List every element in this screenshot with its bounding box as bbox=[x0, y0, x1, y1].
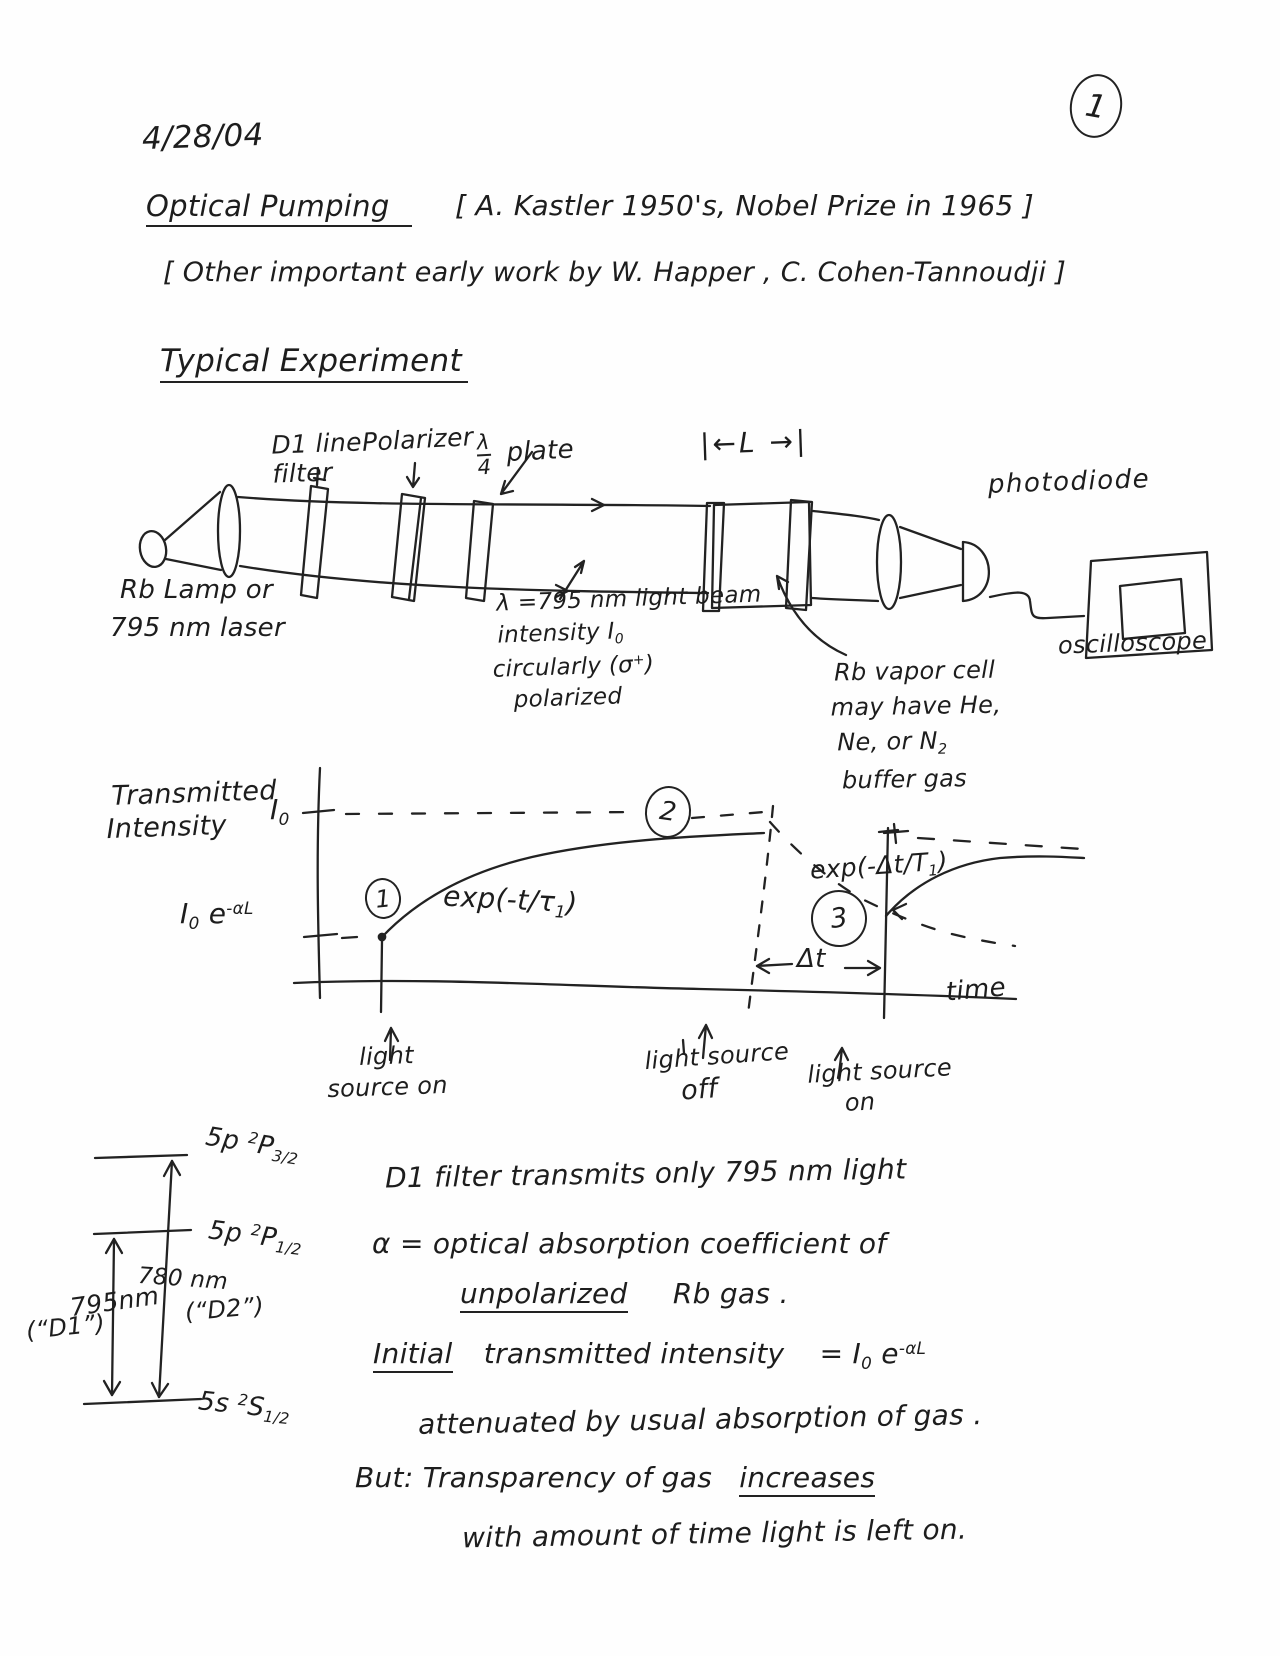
title-bracket: [ A. Kastler 1950's, Nobel Prize in 1965… bbox=[455, 189, 1035, 222]
d1-filter-label: D1 line filter bbox=[270, 427, 363, 489]
rb-lamp-drawing bbox=[138, 529, 168, 569]
level-5s12 bbox=[82, 1397, 203, 1406]
intensity-graph-drawing bbox=[292, 766, 1086, 1080]
recovery-curve bbox=[884, 855, 1086, 918]
photodiode-label: photodiode bbox=[987, 464, 1151, 500]
focusing-lens-drawing bbox=[875, 513, 903, 611]
time-axis-label: time bbox=[944, 972, 1008, 1008]
section-heading: Typical Experiment bbox=[160, 343, 468, 383]
page-number: 1 bbox=[1082, 85, 1110, 127]
polarizer-plate bbox=[390, 492, 427, 603]
pumping-curve bbox=[380, 831, 766, 939]
vapor-cell-drawing bbox=[710, 500, 813, 610]
photodiode-drawing bbox=[961, 540, 991, 603]
polarizer-label: Polarizer bbox=[361, 422, 474, 457]
note-alpha-def: α = optical absorption coefficient of bbox=[372, 1227, 887, 1260]
ytick-i0: I0 bbox=[270, 793, 290, 829]
initial-intensity-formula: = I0 e-αL bbox=[819, 1337, 927, 1373]
quarter-wave-label: λ 4 plate bbox=[476, 429, 575, 480]
lambda-over-4: λ 4 bbox=[476, 429, 492, 480]
graph-ylabel: Transmitted Intensity bbox=[106, 775, 278, 846]
event-light-on2-label: light source on bbox=[806, 1053, 953, 1117]
initial-underlined: Initial bbox=[373, 1337, 453, 1373]
quarter-wave-plate bbox=[464, 499, 495, 603]
level-5p32 bbox=[93, 1153, 189, 1160]
d1-filter-plate bbox=[299, 484, 330, 600]
relaxation-curve bbox=[768, 820, 1017, 948]
beam-lower bbox=[238, 564, 710, 595]
note-alpha-def-2: unpolarized Rb gas . bbox=[460, 1277, 789, 1313]
delta-t-label: Δt bbox=[797, 944, 826, 974]
unpolarized-underlined: unpolarized bbox=[460, 1277, 628, 1313]
oscilloscope-label: oscilloscope bbox=[1057, 626, 1208, 660]
level-5p12 bbox=[92, 1228, 193, 1236]
cell-length-marker: |←L →| bbox=[699, 424, 809, 461]
x-axis bbox=[292, 979, 1018, 1001]
increases-underlined: increases bbox=[739, 1461, 876, 1497]
ytick-i0-exp: I0 e-αL bbox=[180, 897, 254, 933]
beam-label: λ =795 nm light beam intensity I0 circul… bbox=[492, 581, 762, 713]
beam-lower2 bbox=[810, 596, 880, 603]
pumping-curve-label: exp(-t/τ1) bbox=[442, 879, 579, 922]
title-line: Optical Pumping bbox=[146, 189, 412, 227]
page-title: Optical Pumping bbox=[146, 189, 412, 227]
event-light-on-label: light source on bbox=[326, 1041, 449, 1103]
note-but-transparency: But: Transparency of gas increases bbox=[355, 1461, 876, 1497]
note-initial-intensity: Initial transmitted intensity = I0 e-αL bbox=[373, 1337, 927, 1373]
beam-upper bbox=[236, 495, 712, 508]
vapor-cell-label: Rb vapor cell may have He, Ne, or N2 buf… bbox=[830, 655, 1002, 795]
optical-setup-drawing bbox=[138, 450, 1214, 660]
beam-upper2 bbox=[811, 509, 881, 522]
credits-line: [ Other important early work by W. Happe… bbox=[163, 257, 1067, 288]
light-source-label: Rb Lamp or 795 nm laser bbox=[110, 575, 285, 643]
collimating-lens-drawing bbox=[216, 483, 242, 579]
date: 4/28/04 bbox=[141, 116, 265, 158]
energy-level-drawing bbox=[82, 1153, 203, 1406]
oscilloscope-drawing bbox=[1084, 550, 1214, 660]
y-axis bbox=[316, 766, 322, 1000]
event-light-off-label: light source off bbox=[643, 1037, 790, 1107]
